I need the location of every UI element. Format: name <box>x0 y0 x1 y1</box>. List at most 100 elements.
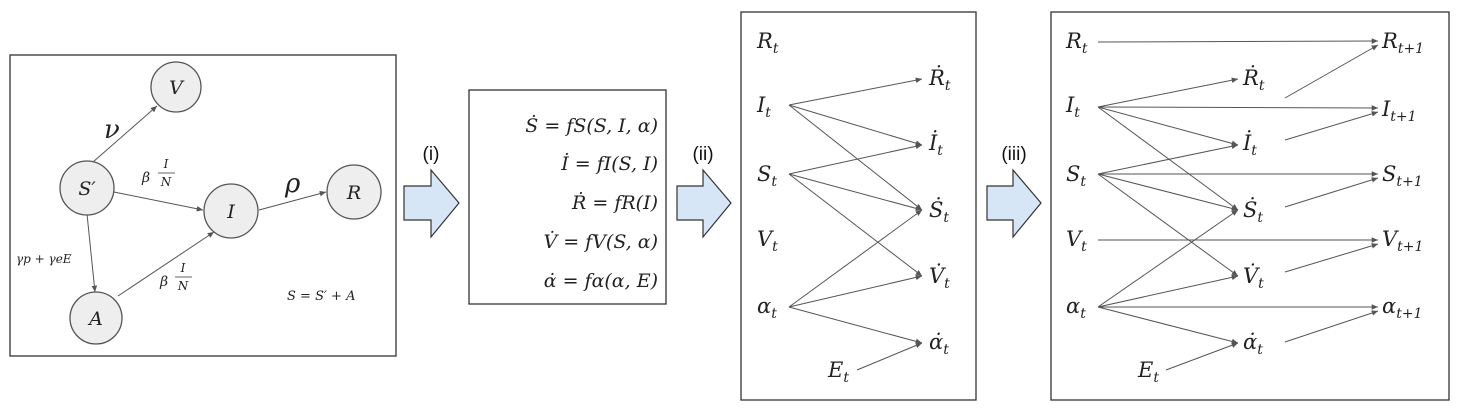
p4-r-t: Rt <box>1065 29 1088 57</box>
p4-s-t: St <box>1066 162 1086 190</box>
p4-edge-alpha-to-sdot <box>1097 209 1239 308</box>
panel2-frame <box>468 89 667 305</box>
p4-v-t: Vt <box>1066 227 1087 255</box>
transition-i-label: (i) <box>423 144 440 165</box>
p3-r-t: Rt <box>756 29 779 57</box>
equation-v: V̇ = fV(S, α) <box>543 231 658 253</box>
p3-edge-alpha-to-sdot <box>788 209 923 308</box>
panel4-frame <box>1050 11 1450 401</box>
beta-top-den: N <box>160 175 172 189</box>
block-arrow-iii <box>986 168 1042 239</box>
p3-s-t: St <box>757 162 777 190</box>
beta-frac-bottom: β I N <box>159 261 192 293</box>
node-a: A <box>69 291 123 345</box>
p4-edge-i-to-rdot <box>1097 77 1239 108</box>
beta-bottom-num: I <box>180 261 186 275</box>
panel1-frame <box>9 54 397 357</box>
p4-edge-alpha-to-vdot <box>1097 274 1239 308</box>
p3-v-dot: V̇t <box>929 264 950 292</box>
p3-i-t: It <box>756 93 771 121</box>
node-a-label: A <box>87 308 103 330</box>
p4-edge-s-to-sdot <box>1097 173 1239 212</box>
block-arrow-ii <box>676 168 732 239</box>
p3-alpha-t: αt <box>757 294 777 322</box>
p3-edge-s-to-idot <box>788 143 923 175</box>
node-r-label: R <box>346 182 361 204</box>
node-s-prime: S′ <box>59 160 115 216</box>
equations-panel: Ṡ = fS(S, I, α) İ = fI(S, I) Ṙ = fR(I) V… <box>468 89 667 305</box>
beta-top-symbol: β <box>141 170 150 186</box>
transition-i: (i) <box>403 144 460 239</box>
p3-edge-s-to-vdot <box>788 173 923 277</box>
p3-v-t: Vt <box>757 227 778 255</box>
p4-i-dot: İt <box>1242 131 1257 159</box>
node-r: R <box>326 164 382 220</box>
p3-edge-i-to-idot <box>788 104 923 146</box>
transition-iii: (iii) <box>986 144 1042 239</box>
p3-edge-i-to-rdot <box>788 77 923 106</box>
transition-iii-label: (iii) <box>1001 144 1026 165</box>
p4-edge-alpha-to-alphadot <box>1097 306 1239 345</box>
panel3-frame <box>740 11 977 401</box>
edge-sprime-to-a <box>86 213 98 293</box>
p4-v-next: Vt+1 <box>1382 227 1423 255</box>
beta-bottom-den: N <box>177 279 189 293</box>
beta-frac-top: β I N <box>141 157 175 189</box>
p4-edge-dot-to-next-1 <box>1284 111 1379 141</box>
transition-ii-label: (ii) <box>692 144 713 165</box>
rho-label: ρ <box>284 169 301 199</box>
p4-edge-dot-to-next-0 <box>1284 44 1379 99</box>
p3-edge-i-to-sdot <box>788 104 923 211</box>
p3-i-dot: İt <box>928 131 943 159</box>
p4-e-t: Et <box>1137 358 1159 386</box>
p4-edge-r-to-rnext <box>1097 38 1379 44</box>
compartment-model-panel: V S′ I R A ν ρ β I N β I <box>9 54 397 357</box>
beta-bottom-symbol: β <box>159 274 168 290</box>
p4-alpha-t: αt <box>1066 294 1086 322</box>
p3-edge-s-to-sdot <box>788 173 923 212</box>
edge-i-to-r <box>258 190 327 211</box>
equation-r: Ṙ = fR(I) <box>571 191 658 214</box>
p4-s-dot: Ṡt <box>1243 197 1263 226</box>
p4-alpha-next: αt+1 <box>1382 294 1422 322</box>
p4-r-next: Rt+1 <box>1381 29 1424 57</box>
p3-edge-e-to-alphadot <box>856 342 923 371</box>
nu-label: ν <box>104 115 120 145</box>
node-s-prime-label: S′ <box>78 178 96 200</box>
node-i: I <box>203 183 259 239</box>
p4-edge-i-to-sdot <box>1097 106 1239 211</box>
p3-s-dot: Ṡt <box>929 197 949 226</box>
equation-i: İ = fI(S, I) <box>560 152 658 175</box>
p4-edge-i-to-idot <box>1097 106 1239 147</box>
p3-alpha-dot: α̇t <box>929 330 949 358</box>
p3-r-dot: Ṙt <box>928 66 951 94</box>
equation-s: Ṡ = fS(S, I, α) <box>525 114 658 137</box>
equation-alpha: α̇ = fα(α, E) <box>544 270 658 292</box>
node-v: V <box>150 61 202 113</box>
p4-r-dot: Ṙt <box>1242 66 1265 94</box>
p3-edge-alpha-to-alphadot <box>788 306 923 345</box>
edge-sprime-to-v <box>92 105 158 163</box>
p4-s-next: St+1 <box>1382 162 1423 190</box>
edge-a-to-i <box>117 231 215 297</box>
gamma-label: γp + γeE <box>16 252 72 266</box>
p4-edge-dot-to-next-3 <box>1284 243 1379 273</box>
p3-edge-alpha-to-vdot <box>788 274 923 308</box>
time-step-graph-panel: RtItStVtαtEtṘtİtṠtV̇tα̇tRt+1It+1St+1Vt+1… <box>1050 11 1450 401</box>
transition-ii: (ii) <box>676 144 732 239</box>
p4-edge-e-to-alphadot <box>1165 342 1239 371</box>
block-arrow-i <box>403 168 460 239</box>
p3-e-t: Et <box>827 358 849 386</box>
p4-v-dot: V̇t <box>1243 264 1264 292</box>
p4-edge-s-to-vdot <box>1097 173 1239 277</box>
p4-edge-s-to-idot <box>1097 143 1239 175</box>
p4-edge-dot-to-next-4 <box>1284 310 1379 343</box>
p4-i-next: It+1 <box>1381 97 1417 125</box>
node-i-label: I <box>226 201 235 223</box>
beta-top-num: I <box>163 157 169 171</box>
s-equals-note: S = S′ + A <box>287 289 355 304</box>
p4-edge-dot-to-next-2 <box>1284 177 1379 208</box>
p4-edge-i-to-inext <box>1097 105 1379 111</box>
